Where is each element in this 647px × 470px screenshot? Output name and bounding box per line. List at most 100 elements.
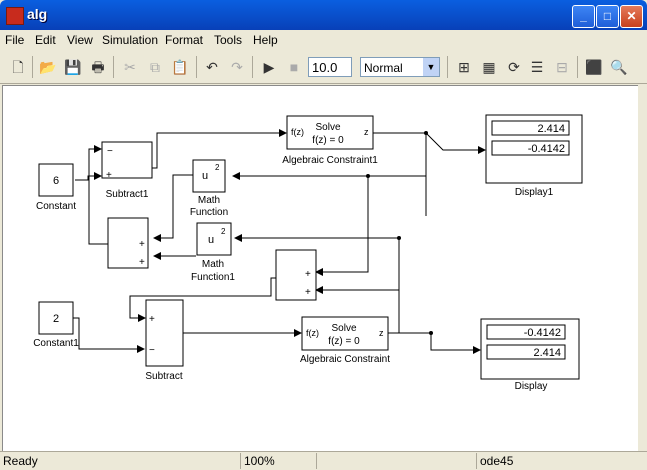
alg1-solve: Solve xyxy=(315,122,340,133)
new-model-icon[interactable]: 🗋 xyxy=(12,59,24,75)
math-fn-label-1: Math xyxy=(198,195,220,206)
toolbar-separator xyxy=(252,56,253,78)
model-canvas[interactable]: 6 Constant − + Subtract1 u 2 Math Functi… xyxy=(2,85,640,453)
refresh-icon[interactable]: ⟳ xyxy=(508,59,520,75)
math-fn-exp: 2 xyxy=(215,163,220,172)
menu-view[interactable]: View xyxy=(67,33,93,47)
alg1-z: z xyxy=(364,127,369,137)
status-solver: ode45 xyxy=(476,453,626,469)
alg1-eq: f(z) = 0 xyxy=(312,135,344,146)
constant-block[interactable]: 6 Constant xyxy=(36,163,76,212)
math-fn-label-2: Function xyxy=(190,207,228,218)
menu-file[interactable]: File xyxy=(5,33,25,47)
constant-label: Constant xyxy=(36,201,76,212)
alg-f: f(z) xyxy=(306,328,319,338)
undo-icon[interactable]: ↶ xyxy=(206,59,218,75)
vertical-scrollbar[interactable] xyxy=(638,85,647,451)
toolbar-separator xyxy=(113,56,114,78)
display1-label: Display1 xyxy=(515,187,554,198)
window-title: alg xyxy=(27,6,48,22)
status-zoom: 100% xyxy=(240,453,316,469)
alg1-f: f(z) xyxy=(291,127,304,137)
menu-simulation[interactable]: Simulation xyxy=(102,33,159,47)
cut-icon[interactable]: ✂ xyxy=(124,59,136,75)
chevron-down-icon[interactable]: ▼ xyxy=(423,58,439,76)
save-icon[interactable]: 💾 xyxy=(64,59,82,75)
maximize-icon[interactable]: □ xyxy=(596,5,619,28)
simulation-mode-select[interactable]: Normal ▼ xyxy=(360,57,440,77)
print-icon[interactable]: 🖶 xyxy=(91,59,105,75)
library-browser-icon[interactable]: ☰ xyxy=(530,59,544,75)
plus-sign: + xyxy=(139,257,145,268)
menu-format[interactable]: Format xyxy=(165,33,204,47)
title-bar: alg _ □ ✕ xyxy=(0,0,647,30)
toolbar-separator xyxy=(196,56,197,78)
status-state: Ready xyxy=(3,454,38,468)
alg-eq: f(z) = 0 xyxy=(328,336,360,347)
math-fn1-exp: 2 xyxy=(221,227,226,236)
model-icon xyxy=(6,7,24,25)
minus-sign: − xyxy=(149,345,155,356)
display-block[interactable]: Display -0.4142 2.414 xyxy=(480,318,580,392)
constant1-block[interactable]: 2 Constant1 xyxy=(33,301,79,349)
sum-block-right[interactable]: + + xyxy=(275,249,317,301)
update-diagram-icon[interactable]: ▦ xyxy=(482,59,496,75)
math-fn1-text: u xyxy=(208,234,214,246)
stop-time-input[interactable]: 10.0 xyxy=(308,57,352,77)
alg-solve: Solve xyxy=(331,323,356,334)
branch-point xyxy=(397,236,401,240)
close-icon[interactable]: ✕ xyxy=(620,5,643,28)
minimize-icon[interactable]: _ xyxy=(572,5,595,28)
menu-bar: File Edit View Simulation Format Tools H… xyxy=(0,30,647,50)
menu-edit[interactable]: Edit xyxy=(35,33,56,47)
display1-block[interactable]: 2.414 -0.4142 Display1 xyxy=(485,114,583,198)
start-simulation-icon[interactable]: ▶ xyxy=(263,59,275,75)
display1-bottom-value: -0.4142 xyxy=(528,143,565,155)
alg-label: Algebraic Constraint xyxy=(300,354,390,365)
build-icon[interactable]: ⊞ xyxy=(458,59,470,75)
display1-top-value: 2.414 xyxy=(537,123,565,135)
block-diagram: 6 Constant − + Subtract1 u 2 Math Functi… xyxy=(33,114,583,392)
menu-help[interactable]: Help xyxy=(253,33,278,47)
paste-icon[interactable]: 📋 xyxy=(171,59,189,75)
subtract-label: Subtract xyxy=(145,371,182,382)
zoom-icon[interactable]: 🔍 xyxy=(610,59,628,75)
math-fn1-label-2: Function1 xyxy=(191,272,235,283)
model-explorer-icon[interactable]: ⬛ xyxy=(585,59,603,75)
constant-value: 6 xyxy=(53,175,59,187)
alg-z: z xyxy=(379,328,384,338)
math-function1-block[interactable]: u 2 Math Function1 xyxy=(191,222,235,283)
status-bar: Ready 100% ode45 xyxy=(0,451,647,470)
menu-tools[interactable]: Tools xyxy=(214,33,243,47)
display-top-value: -0.4142 xyxy=(524,327,561,339)
display-label: Display xyxy=(515,381,548,392)
subtract1-label: Subtract1 xyxy=(106,189,149,200)
algebraic-constraint1-block[interactable]: f(z) Solve f(z) = 0 z Algebraic Constrai… xyxy=(282,115,378,166)
subtract1-block[interactable]: − + Subtract1 xyxy=(101,141,153,200)
open-icon[interactable]: 📂 xyxy=(39,59,57,75)
branch-point xyxy=(366,174,370,178)
alg1-label: Algebraic Constraint1 xyxy=(282,155,378,166)
toolbar-separator xyxy=(32,56,33,78)
minus-sign: − xyxy=(107,146,113,157)
stop-simulation-icon[interactable]: ■ xyxy=(289,59,299,75)
debug-icon[interactable]: ⊟ xyxy=(556,59,568,75)
simulation-mode-value: Normal xyxy=(364,61,403,75)
math-function-block[interactable]: u 2 Math Function xyxy=(190,159,228,218)
sum-block[interactable]: + + xyxy=(107,217,149,269)
status-blank xyxy=(316,453,476,469)
plus-sign: + xyxy=(305,287,311,298)
branch-point xyxy=(424,131,428,135)
plus-sign: + xyxy=(149,314,155,325)
constant1-label: Constant1 xyxy=(33,338,79,349)
toolbar-separator xyxy=(577,56,578,78)
copy-icon[interactable]: ⧉ xyxy=(150,59,160,75)
subtract-block[interactable]: + − Subtract xyxy=(145,299,184,382)
redo-icon[interactable]: ↷ xyxy=(231,59,243,75)
math-fn1-label-1: Math xyxy=(202,259,224,270)
plus-sign: + xyxy=(305,269,311,280)
toolbar-separator xyxy=(447,56,448,78)
algebraic-constraint-block[interactable]: f(z) Solve f(z) = 0 z Algebraic Constrai… xyxy=(300,316,390,365)
plus-sign: + xyxy=(139,239,145,250)
